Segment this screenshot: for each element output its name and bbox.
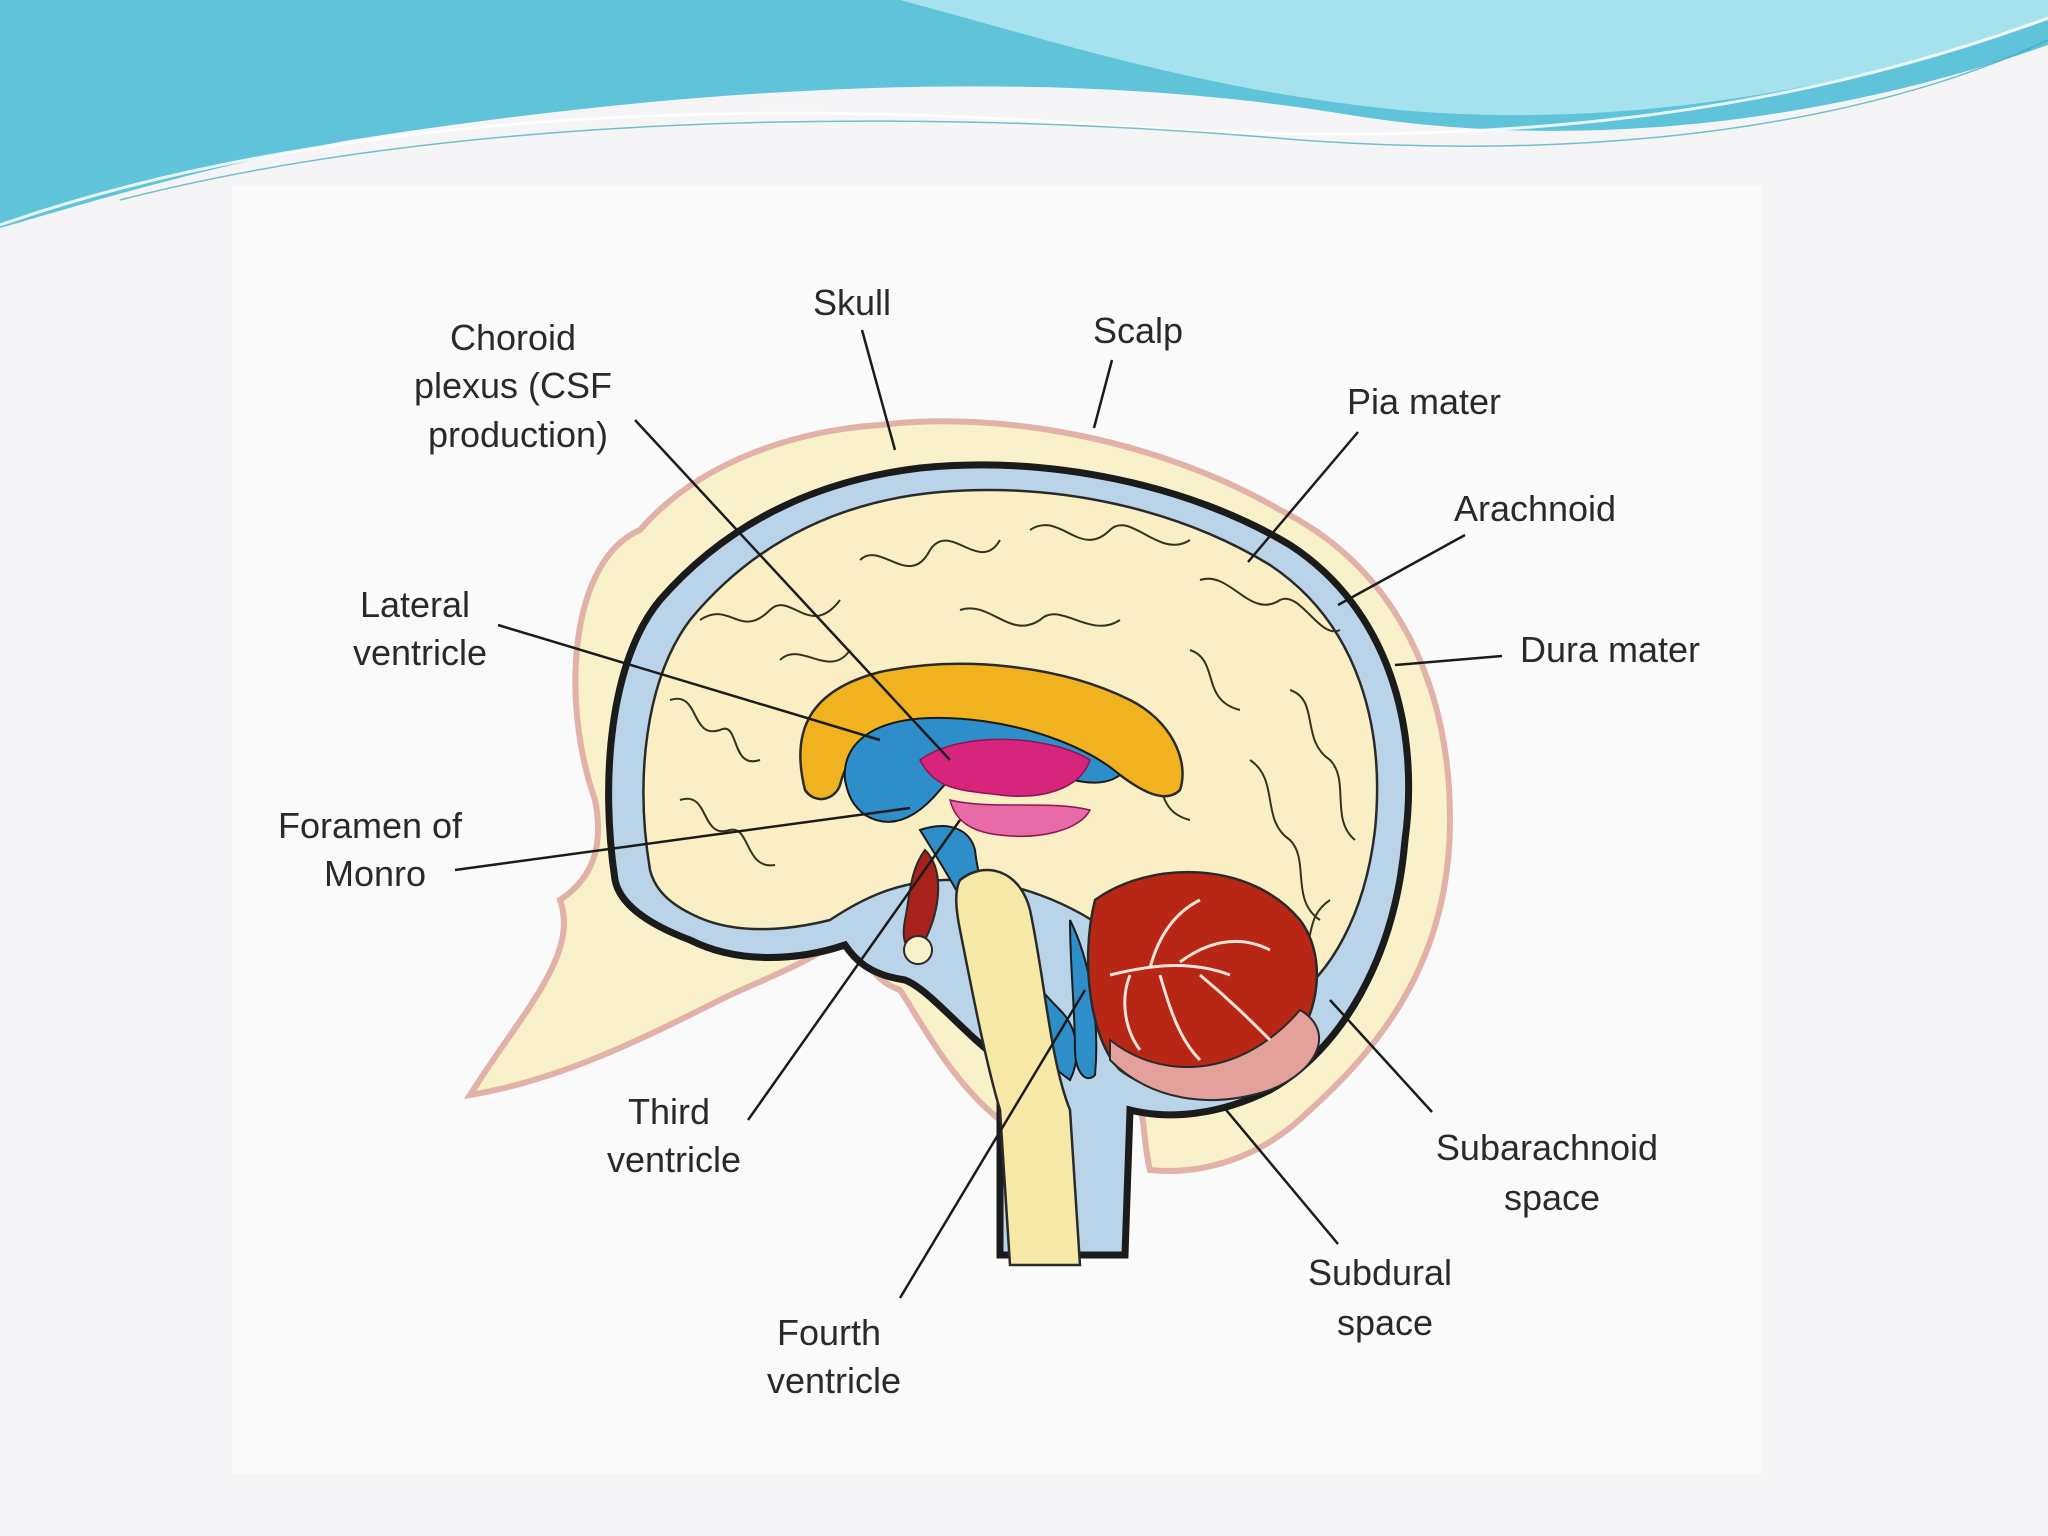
label-fourth-ventricle: Fourth ventricle [767, 1312, 901, 1401]
leader-lateral-ventricle [497, 623, 881, 742]
label-lateral-ventricle-line-2: ventricle [353, 632, 487, 673]
label-pia-mater: Pia mater [1347, 381, 1501, 422]
label-subdural-space-line-2: space [1337, 1302, 1433, 1343]
label-subarachnoid-space-line-2: space [1504, 1177, 1600, 1218]
leader-subarachnoid-space [1329, 999, 1433, 1113]
label-subarachnoid-space-line-1: Subarachnoid [1436, 1127, 1658, 1168]
pituitary-gland [903, 935, 933, 965]
brainstem [955, 868, 1082, 1267]
label-third-ventricle-line-1: Third [628, 1091, 710, 1132]
label-third-ventricle-line-2: ventricle [607, 1139, 741, 1180]
leader-arachnoid [1337, 533, 1466, 607]
leader-skull [860, 329, 897, 451]
label-subarachnoid-space: Subarachnoid space [1436, 1127, 1668, 1218]
label-skull: Skull [813, 282, 891, 323]
leader-scalp [1092, 359, 1114, 429]
label-lateral-ventricle: Lateral ventricle [353, 584, 487, 673]
leader-lines [454, 329, 1503, 1299]
leader-fourth-ventricle [898, 989, 1087, 1299]
choroid-plexus-lower [948, 798, 1092, 838]
label-foramen-of-monro: Foramen of Monro [278, 805, 472, 894]
label-third-ventricle: Third ventricle [607, 1091, 741, 1180]
wave-banner [0, 0, 2048, 228]
label-choroid-plexus-line-3: production) [428, 414, 608, 455]
label-scalp: Scalp [1093, 310, 1183, 351]
label-fourth-ventricle-line-1: Fourth [777, 1312, 881, 1353]
banner-wave-light [900, 0, 2048, 116]
label-foramen-of-monro-line-2: Monro [324, 853, 426, 894]
banner-wave-line [0, 16, 2048, 227]
label-arachnoid: Arachnoid [1454, 488, 1616, 529]
banner-wave-line-2 [119, 39, 2048, 201]
brain-diagram: Skull Scalp Choroid plexus (CSF producti… [278, 282, 1700, 1401]
leader-dura-mater [1394, 654, 1503, 667]
label-choroid-plexus-line-2: plexus (CSF [414, 365, 612, 406]
choroid-plexus [919, 738, 1091, 797]
label-dura-mater: Dura mater [1520, 629, 1700, 670]
figure-panel: Skull Scalp Choroid plexus (CSF producti… [232, 185, 1762, 1475]
label-foramen-of-monro-line-1: Foramen of [278, 805, 463, 846]
leader-choroid-plexus [634, 419, 951, 761]
label-subdural-space-line-1: Subdural [1308, 1252, 1452, 1293]
label-choroid-plexus-line-1: Choroid [450, 317, 576, 358]
leader-pia-mater [1247, 431, 1359, 563]
label-fourth-ventricle-line-2: ventricle [767, 1360, 901, 1401]
arbor-vitae [1109, 898, 1272, 1062]
leader-foramen-of-monro [454, 806, 911, 872]
label-subdural-space: Subdural space [1308, 1252, 1462, 1343]
label-choroid-plexus: Choroid plexus (CSF production) [414, 317, 622, 455]
label-lateral-ventricle-line-1: Lateral [360, 584, 470, 625]
leader-subdural-space [1221, 1104, 1339, 1245]
cerebellum-outer-layer [1109, 1008, 1320, 1101]
leader-third-ventricle [746, 819, 962, 1121]
